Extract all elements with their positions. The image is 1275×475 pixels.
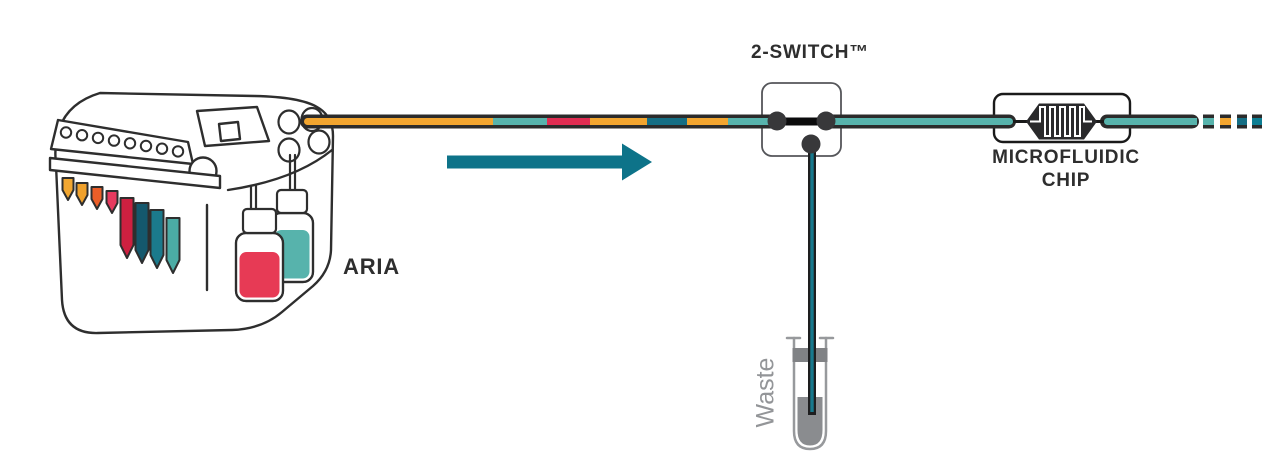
bottle-red-liquid — [239, 252, 280, 298]
aria-reagent-bottles — [234, 153, 315, 303]
switch-port-left — [767, 111, 787, 131]
aria-control-knobs — [59, 126, 185, 158]
waste-tube-liquid — [797, 397, 823, 446]
aria-device-drawing — [48, 91, 335, 335]
tube-segment — [1104, 118, 1197, 125]
flow-arrow — [447, 143, 652, 181]
switch-port-right — [816, 111, 836, 131]
sample-tube-3 — [90, 186, 104, 210]
instrument-label: ARIA — [343, 254, 400, 279]
bottle-red — [234, 184, 285, 303]
tube-segment — [1192, 118, 1197, 125]
chip-label: MICROFLUIDIC CHIP — [956, 146, 1176, 192]
sample-tube-7 — [149, 209, 165, 269]
tube-segment — [647, 118, 687, 125]
tube-segment — [687, 118, 728, 125]
aria-side-ports — [277, 106, 331, 163]
tube-color-segments — [304, 118, 1197, 125]
tube-segment — [1220, 118, 1231, 125]
sample-tube-6 — [134, 202, 150, 264]
chip-internals — [1013, 103, 1104, 140]
tube-dashes — [1203, 114, 1262, 129]
chip-label-line2: CHIP — [1041, 170, 1091, 191]
tube-segment — [1237, 118, 1247, 125]
tube-segment — [1203, 118, 1214, 125]
tube-segment — [728, 118, 772, 125]
waste-line — [808, 140, 816, 415]
switch-ports — [767, 111, 836, 154]
tube-segment — [590, 118, 647, 125]
waste-label: Waste — [751, 357, 780, 428]
sample-tube-2 — [75, 182, 89, 206]
aria-tube-rack — [48, 156, 222, 190]
tube-segment — [493, 118, 547, 125]
tube-segment — [1252, 118, 1262, 125]
tube-segment — [547, 118, 590, 125]
switch-valve-path — [777, 117, 826, 126]
sample-tube-4 — [105, 190, 119, 214]
tube-segment — [304, 118, 494, 125]
sample-tube-5 — [119, 197, 135, 259]
aria-sample-tubes — [61, 177, 181, 274]
chip-serpentine-channel — [1030, 106, 1092, 137]
aria-lid-seam — [226, 148, 334, 192]
aria-display-screen-inner — [217, 120, 242, 143]
tube-segment — [826, 118, 1013, 125]
switch-label: 2-SWITCH™ — [750, 42, 870, 63]
sample-tube-8 — [165, 217, 181, 274]
waste-line-fill — [810, 146, 814, 412]
tube-segment — [489, 118, 494, 125]
chip-label-line1: MICROFLUIDIC — [992, 147, 1140, 168]
switch-port-bottom — [801, 134, 821, 154]
sample-tube-1 — [61, 177, 75, 201]
